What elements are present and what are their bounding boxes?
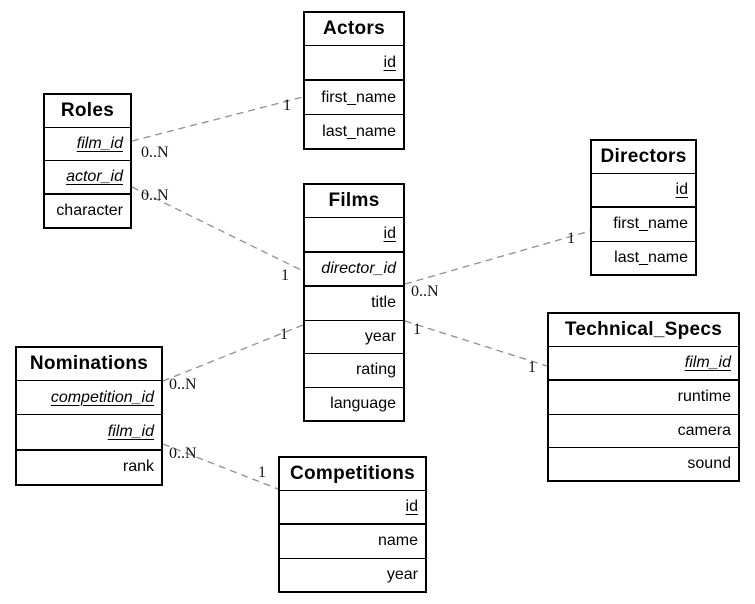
field-row-technical-specs-runtime: runtime <box>549 381 738 415</box>
field-name-films-title: title <box>371 294 396 312</box>
field-name-technical-specs-runtime: runtime <box>677 388 731 406</box>
field-name-films-language: language <box>330 394 396 412</box>
field-name-technical-specs-sound: sound <box>687 454 731 472</box>
relation-line-films-directors <box>404 230 591 285</box>
field-name-directors-id: id <box>675 181 688 199</box>
field-row-nominations-competition-id: competition_id <box>17 381 161 416</box>
field-row-competitions-year: year <box>280 559 425 591</box>
field-name-roles-actor-id: actor_id <box>66 168 123 185</box>
relation-line-films-technical-specs <box>404 320 548 367</box>
field-name-competitions-year: year <box>386 565 418 583</box>
field-name-actors-first-name: first_name <box>321 88 396 106</box>
field-row-technical-specs-sound: sound <box>549 448 738 480</box>
field-row-films-year: year <box>305 321 403 354</box>
table-competitions-title: Competitions <box>280 458 425 491</box>
cardinality-label-films-technical-specs-0: 1 <box>413 321 421 338</box>
field-row-roles-actor-id: actor_id <box>45 161 130 195</box>
field-row-technical-specs-camera: camera <box>549 415 738 448</box>
cardinality-label-roles-films-0: 0..N <box>141 187 169 204</box>
field-name-films-rating: rating <box>355 361 396 379</box>
field-row-directors-last-name: last_name <box>592 242 695 274</box>
cardinality-label-films-nominations-0: 1 <box>280 326 288 343</box>
field-row-roles-film-id: film_id <box>45 128 130 161</box>
cardinality-label-films-directors-0: 0..N <box>411 283 439 300</box>
table-competitions: Competitions id name year <box>278 456 427 593</box>
field-name-competitions-id: id <box>405 498 418 516</box>
field-row-competitions-name: name <box>280 525 425 559</box>
field-name-directors-first-name: first_name <box>613 215 688 233</box>
cardinality-label-nominations-competitions-0: 0..N <box>169 445 197 462</box>
field-name-nominations-competition-id: competition_id <box>50 388 154 406</box>
field-name-nominations-rank: rank <box>122 458 154 476</box>
cardinality-label-films-directors-1: 1 <box>567 230 575 247</box>
field-name-nominations-film-id: film_id <box>107 422 154 440</box>
field-name-competitions-name: name <box>377 532 418 550</box>
table-roles: Roles film_id actor_id character <box>43 93 132 229</box>
field-row-directors-id: id <box>592 174 695 209</box>
field-row-nominations-film-id: film_id <box>17 415 161 451</box>
table-actors: Actors id first_name last_name <box>303 11 405 150</box>
cardinality-label-films-technical-specs-1: 1 <box>528 359 536 376</box>
field-name-films-director-id: director_id <box>321 259 396 277</box>
table-actors-title: Actors <box>305 13 403 46</box>
field-name-roles-character: character <box>56 202 123 219</box>
cardinality-label-roles-films-1: 1 <box>281 267 289 284</box>
field-name-films-id: id <box>383 225 396 243</box>
field-name-directors-last-name: last_name <box>614 248 688 266</box>
field-row-films-title: title <box>305 287 403 321</box>
field-row-films-rating: rating <box>305 354 403 388</box>
cardinality-label-nominations-competitions-1: 1 <box>258 464 266 481</box>
field-row-directors-first-name: first_name <box>592 208 695 242</box>
table-directors-title: Directors <box>592 141 695 174</box>
cardinality-label-films-nominations-1: 0..N <box>169 376 197 393</box>
field-row-films-id: id <box>305 218 403 253</box>
field-row-nominations-rank: rank <box>17 451 161 484</box>
field-name-roles-film-id: film_id <box>76 135 123 152</box>
relation-line-roles-actors <box>131 96 304 142</box>
field-row-competitions-id: id <box>280 491 425 526</box>
table-directors: Directors id first_name last_name <box>590 139 697 276</box>
cardinality-label-roles-actors-0: 0..N <box>141 144 169 161</box>
field-row-technical-specs-film-id: film_id <box>549 347 738 382</box>
table-nominations-title: Nominations <box>17 348 161 381</box>
table-technical-specs-title: Technical_Specs <box>549 314 738 347</box>
table-roles-title: Roles <box>45 95 130 128</box>
field-name-films-year: year <box>364 327 396 345</box>
field-row-actors-last-name: last_name <box>305 115 403 148</box>
table-films-title: Films <box>305 185 403 218</box>
field-row-films-director-id: director_id <box>305 253 403 287</box>
field-row-actors-id: id <box>305 46 403 81</box>
field-row-roles-character: character <box>45 195 130 227</box>
field-row-films-language: language <box>305 388 403 421</box>
field-name-technical-specs-film-id: film_id <box>684 354 731 372</box>
cardinality-label-roles-actors-1: 1 <box>283 97 291 114</box>
field-name-actors-id: id <box>383 53 396 71</box>
field-name-technical-specs-camera: camera <box>677 421 731 439</box>
field-row-actors-first-name: first_name <box>305 81 403 115</box>
field-name-actors-last-name: last_name <box>322 122 396 140</box>
